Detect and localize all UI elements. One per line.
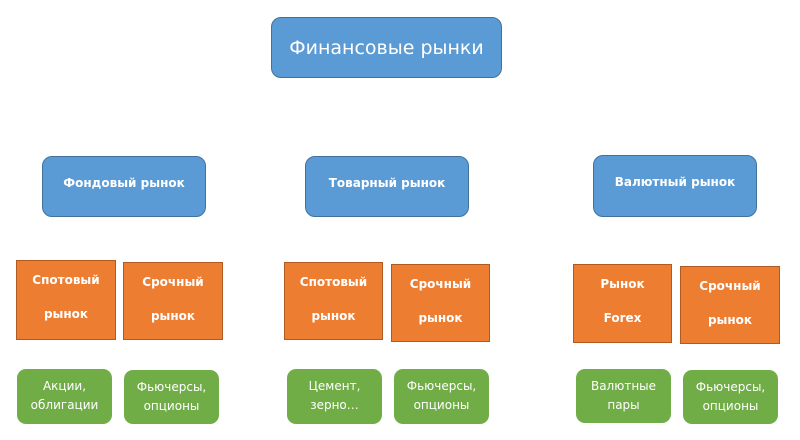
line2: опционы xyxy=(143,399,200,413)
line2: зерно… xyxy=(310,398,359,412)
line1: Рынок xyxy=(600,277,645,291)
node-currency-market: Валютный рынок xyxy=(593,155,757,217)
line1: Цемент, xyxy=(308,379,361,393)
line1: Фьючерсы, xyxy=(695,380,766,394)
leaf-currency-derivatives: Фьючерсы, опционы xyxy=(683,370,778,424)
line2: рынок xyxy=(311,309,356,323)
leaf-currency-pairs: Валютные пары xyxy=(576,369,671,423)
line1: Валютные xyxy=(590,379,657,393)
line2: пары xyxy=(607,398,640,412)
leaf-stock-derivatives: Фьючерсы, опционы xyxy=(124,370,219,424)
line1: Фьючерсы, xyxy=(406,379,477,393)
node-currency-futures: Срочный рынок xyxy=(680,266,780,344)
line2: Forex xyxy=(603,311,642,325)
node-stock-market: Фондовый рынок xyxy=(42,156,206,217)
line2: рынок xyxy=(43,307,89,321)
line2: опционы xyxy=(702,399,759,413)
node-stock-futures: Срочный рынок xyxy=(123,262,223,340)
node-commodity-spot: Спотовый рынок xyxy=(284,262,383,340)
line1: Спотовый xyxy=(299,275,368,289)
line2: рынок xyxy=(150,309,196,323)
line2: рынок xyxy=(707,313,753,327)
line1: Срочный xyxy=(699,279,761,293)
line1: Срочный xyxy=(409,277,472,291)
line2: облигации xyxy=(30,398,99,412)
root-node-financial-markets: Финансовые рынки xyxy=(271,17,502,78)
node-commodity-futures: Срочный рынок xyxy=(391,264,490,342)
line1: Фьючерсы, xyxy=(136,380,207,394)
node-commodity-market: Товарный рынок xyxy=(305,156,469,217)
line2: опционы xyxy=(413,398,470,412)
line1: Срочный xyxy=(142,275,204,289)
leaf-cement-grain: Цемент, зерно… xyxy=(287,369,382,424)
leaf-stocks-bonds: Акции, облигации xyxy=(17,369,112,424)
leaf-commodity-derivatives: Фьючерсы, опционы xyxy=(394,369,489,424)
line1: Акции, xyxy=(42,379,87,393)
line2: рынок xyxy=(418,311,463,325)
node-stock-spot: Спотовый рынок xyxy=(16,260,116,340)
line1: Спотовый xyxy=(32,273,100,287)
